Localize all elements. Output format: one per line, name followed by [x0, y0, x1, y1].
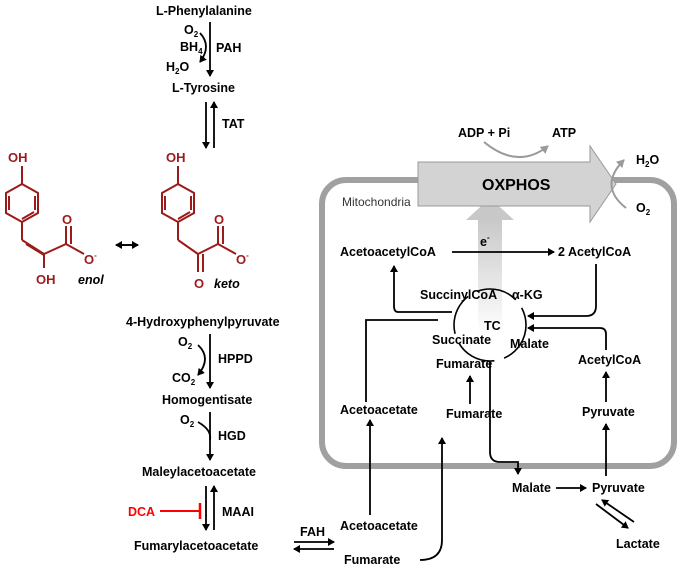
h2o-pah-label: H2O	[166, 60, 189, 76]
tc-label: TC	[484, 319, 501, 333]
maai-label: MAAI	[222, 505, 254, 519]
fumarate-import-arrow	[419, 437, 446, 561]
malate-mito-label: Malate	[510, 337, 549, 351]
bh4-label: BH4	[180, 40, 203, 56]
tat-equilibrium-arrow	[202, 101, 218, 149]
acetoacetate-to-succinate-arrow	[365, 319, 438, 402]
acetylcoa-to-tca-arrow	[527, 264, 597, 320]
adp-pi-label: ADP + Pi	[458, 126, 510, 140]
pah-label: PAH	[216, 41, 241, 55]
svg-text:O: O	[194, 276, 204, 291]
maleylacetoacetate-label: Maleylacetoacetate	[142, 465, 256, 479]
tat-label: TAT	[222, 117, 245, 131]
fah-equilibrium-arrow	[293, 538, 335, 553]
cytosol-malate-label: Malate	[512, 481, 551, 495]
h2o-right-label: H2O	[636, 153, 659, 169]
phenylalanine-label: L-Phenylalanine	[156, 4, 252, 18]
keto-structure: OH O O O- keto	[161, 150, 249, 291]
hppd-cofactor-curve	[197, 344, 206, 376]
hppd-label: HPPD	[218, 352, 253, 366]
svg-text:OH: OH	[166, 150, 186, 165]
tyrosine-label: L-Tyrosine	[172, 81, 235, 95]
hydroxyphenylpyruvate-label: 4-Hydroxyphenylpyruvate	[126, 315, 280, 329]
dca-label: DCA	[128, 505, 155, 519]
fah-label: FAH	[300, 525, 325, 539]
acetylcoa-to-cycle-arrow	[527, 324, 607, 350]
enol-label: enol	[78, 273, 104, 287]
lactate-label: Lactate	[616, 537, 660, 551]
svg-text:O: O	[62, 212, 72, 227]
oxphos-label: OXPHOS	[482, 177, 551, 194]
svg-text:O: O	[214, 212, 224, 227]
akg-label: α-KG	[512, 288, 543, 302]
maai-equilibrium-arrow	[202, 485, 218, 531]
oxphos-arrow	[417, 144, 617, 224]
o2-right-label: O2	[636, 201, 651, 217]
acetylcoa2-label: 2 AcetylCoA	[558, 245, 631, 259]
o2-h2o-arrow	[610, 159, 627, 209]
tca-cycle-circle	[453, 288, 527, 362]
mitochondria-label: Mitochondria	[342, 195, 411, 209]
malate-export-arrow	[489, 362, 522, 475]
svg-text:O-: O-	[84, 251, 97, 267]
co2-label: CO2	[172, 371, 196, 387]
cytosol-acetoacetate-label: Acetoacetate	[340, 519, 418, 533]
electron-transfer-arrow	[466, 198, 514, 334]
electron-label: e-	[480, 233, 490, 249]
atp-label: ATP	[552, 126, 576, 140]
svg-text:OH: OH	[8, 150, 28, 165]
svg-text:OH: OH	[36, 272, 56, 287]
o2-pah-label: O2	[184, 23, 199, 39]
keto-label: keto	[214, 277, 240, 291]
succinate-label: Succinate	[432, 333, 491, 347]
homogentisate-label: Homogentisate	[162, 393, 252, 407]
hgd-label: HGD	[218, 429, 246, 443]
adp-atp-arrow	[483, 141, 549, 159]
acetoacetylcoa-label: AcetoacetylCoA	[340, 245, 436, 259]
enol-structure: OH OH O O- enol	[5, 150, 104, 287]
succinylcoa-to-acetoacetylcoa-arrow	[390, 265, 452, 313]
hgd-cofactor-curve	[197, 421, 212, 441]
o2-hgd-label: O2	[180, 413, 195, 429]
mito-fumarate-label: Fumarate	[446, 407, 502, 421]
mito-pyruvate-label: Pyruvate	[582, 405, 635, 419]
fumarylacetoacetate-label: Fumarylacetoacetate	[134, 539, 258, 553]
o2-hppd-label: O2	[178, 335, 193, 351]
cytosol-pyruvate-label: Pyruvate	[592, 481, 645, 495]
succinylcoa-label: SuccinylCoA	[420, 288, 497, 302]
cytosol-fumarate-label: Fumarate	[344, 553, 400, 567]
mito-acetoacetate-label: Acetoacetate	[340, 403, 418, 417]
dca-inhibition	[160, 503, 202, 519]
svg-text:O-: O-	[236, 251, 249, 267]
acetylcoa-label: AcetylCoA	[578, 353, 641, 367]
pyruvate-lactate-equilibrium	[595, 499, 635, 529]
fumarate-mito-label: Fumarate	[436, 357, 492, 371]
pah-cofactor-curve	[199, 32, 207, 63]
